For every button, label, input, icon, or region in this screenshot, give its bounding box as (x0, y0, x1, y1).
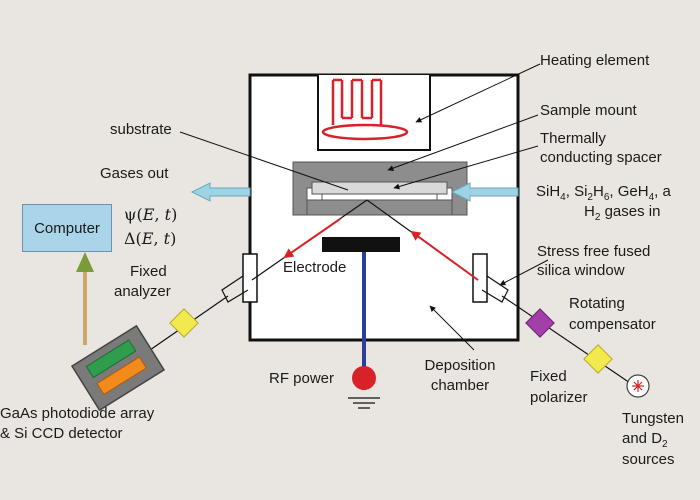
window-label-line2: silica window (537, 262, 625, 279)
heating-element-coil (321, 78, 409, 141)
fixed-polarizer-label-line2: polarizer (530, 389, 588, 406)
heater-housing (317, 75, 431, 151)
rotating-compensator-label-line1: Rotating (569, 295, 625, 312)
fixed-analyzer (169, 308, 199, 338)
gases-in-label-line2: H2 gases in (584, 203, 661, 223)
leader-lines (179, 63, 549, 351)
rf-power-source (352, 366, 376, 390)
fixed-analyzer-label-line1: Fixed (130, 263, 167, 280)
delta-label: Δ(E, t) (124, 229, 177, 248)
right-window (472, 253, 488, 303)
substrate (321, 193, 438, 201)
reflected-beam-arrow (283, 218, 341, 259)
window-label-line1: Stress free fused (537, 243, 651, 260)
computer-box: Computer (22, 204, 112, 252)
detector-label-line1: GaAs photodiode array (0, 405, 155, 422)
window-tubes (221, 275, 509, 303)
fixed-polarizer-label-line1: Fixed (530, 368, 567, 385)
gases-in-arrow (450, 182, 519, 202)
detector (70, 324, 166, 412)
mount-base (306, 199, 453, 216)
gases-out-label: Gases out (100, 165, 169, 182)
ground-symbol (348, 397, 380, 409)
fixed-polarizer (583, 344, 613, 374)
tungsten-d2-source (626, 374, 650, 398)
fixed-analyzer-label-line2: analyzer (114, 283, 171, 300)
data-arrow-head (76, 252, 94, 272)
deposition-chamber-label-line1: Deposition (424, 357, 496, 374)
sources-label-line1: Tungsten (622, 410, 684, 427)
deposition-chamber-label-line2: chamber (430, 377, 490, 394)
substrate-label: substrate (110, 121, 172, 138)
electrode (322, 237, 400, 252)
psi-label: ψ(E, t) (124, 205, 178, 224)
sample-mount (292, 161, 468, 216)
heating-element-label: Heating element (540, 52, 650, 69)
left-window (242, 253, 258, 303)
sources-label-line2: and D2 (622, 430, 668, 450)
thermally-conducting-spacer (311, 181, 448, 195)
spacer-label-line1: Thermally (540, 130, 606, 147)
spacer-label-line2: conducting spacer (540, 149, 662, 166)
rotating-compensator (525, 308, 555, 338)
rotating-compensator-label-line2: compensator (569, 316, 656, 333)
beam-from-source (501, 295, 634, 386)
electrode-label: Electrode (283, 259, 347, 276)
sources-label-line3: sources (622, 451, 675, 468)
incident-beam-arrow (410, 230, 479, 281)
gases-in-label-line1: SiH4, Si2H6, GeH4, a (536, 183, 671, 203)
detector-label-line2: & Si CCD detector (0, 425, 123, 442)
computer-label: Computer (34, 219, 100, 237)
gases-out-arrow (190, 182, 251, 202)
sample-mount-label: Sample mount (540, 102, 637, 119)
rf-power-label: RF power (269, 370, 335, 387)
